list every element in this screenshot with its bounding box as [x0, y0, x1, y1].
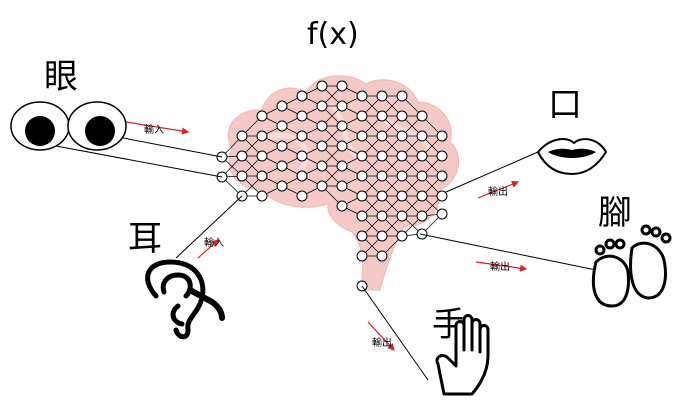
network-node: [276, 140, 288, 152]
network-node: [296, 150, 308, 162]
network-node: [336, 140, 348, 152]
network-node: [256, 150, 268, 162]
hand-output-label: 輸出: [372, 336, 392, 349]
red-arrows: [125, 121, 528, 351]
function-title: f(x): [307, 17, 359, 52]
network-node: [396, 110, 408, 122]
network-node: [336, 160, 348, 172]
network-node: [376, 110, 388, 122]
footprints-icon: [591, 224, 672, 308]
network-node: [376, 150, 388, 162]
network-node: [416, 130, 428, 142]
neural-network-icon: [216, 80, 448, 292]
network-node: [236, 170, 248, 182]
ear-icon: [145, 259, 225, 340]
network-node: [316, 140, 328, 152]
network-node: [316, 120, 328, 132]
network-node: [316, 80, 328, 92]
hand-line: [361, 285, 429, 381]
feet-label: 腳: [598, 193, 632, 233]
network-node: [356, 90, 368, 102]
network-node: [376, 170, 388, 182]
network-node: [336, 100, 348, 112]
network-node: [316, 180, 328, 192]
feet-output-label: 輸出: [490, 260, 510, 273]
eyes-icon: [10, 101, 127, 151]
eye-label: 眼: [44, 57, 78, 97]
network-node: [376, 130, 388, 142]
network-node: [396, 90, 408, 102]
feet-line: [419, 233, 597, 271]
network-node: [236, 150, 248, 162]
network-node: [396, 190, 408, 202]
network-node: [436, 170, 448, 182]
hand-output-arrow: [367, 321, 395, 351]
network-node: [276, 160, 288, 172]
network-node: [256, 190, 268, 202]
network-node: [356, 170, 368, 182]
network-node: [356, 210, 368, 222]
mouth-label: 口: [548, 85, 582, 125]
network-node: [376, 230, 388, 242]
network-node: [316, 100, 328, 112]
network-node: [316, 160, 328, 172]
network-node: [296, 170, 308, 182]
network-node: [436, 150, 448, 162]
network-node: [356, 250, 368, 262]
network-node: [296, 110, 308, 122]
mouth-line: [445, 151, 539, 193]
network-node: [436, 190, 448, 202]
network-node: [376, 210, 388, 222]
network-node: [356, 110, 368, 122]
ear-label: 耳: [128, 219, 162, 259]
network-node: [396, 210, 408, 222]
network-node: [436, 208, 448, 220]
network-node: [236, 130, 248, 142]
network-node: [296, 130, 308, 142]
network-node: [256, 170, 268, 182]
network-node: [256, 110, 268, 122]
network-node: [376, 250, 388, 262]
network-node: [356, 130, 368, 142]
network-node: [296, 190, 308, 202]
network-node: [336, 80, 348, 92]
network-node: [416, 190, 428, 202]
network-node: [416, 150, 428, 162]
network-node: [276, 100, 288, 112]
network-node: [436, 130, 448, 142]
network-node: [396, 150, 408, 162]
ear-line: [175, 195, 243, 259]
network-node: [416, 110, 428, 122]
ear-input-arrow: [197, 239, 219, 259]
network-node: [336, 120, 348, 132]
network-node: [356, 150, 368, 162]
network-node: [256, 130, 268, 142]
eye-input-label: 輸入: [144, 123, 164, 136]
network-node: [356, 230, 368, 242]
ear-input-label: 輸入: [204, 236, 224, 249]
mouth-icon: [536, 138, 608, 176]
mouth-output-arrow: [477, 180, 520, 199]
network-node: [356, 190, 368, 202]
eye-line-2: [39, 142, 223, 178]
connection-lines: [39, 121, 597, 381]
network-node: [396, 170, 408, 182]
network-node: [416, 170, 428, 182]
network-node: [276, 180, 288, 192]
feet-output-arrow: [475, 261, 528, 272]
network-node: [336, 200, 348, 212]
network-node: [416, 210, 428, 222]
hand-icon: [435, 314, 490, 396]
network-node: [396, 230, 408, 242]
eye-input-arrow: [125, 121, 190, 135]
network-node: [276, 120, 288, 132]
network-node: [376, 190, 388, 202]
network-node: [336, 180, 348, 192]
mouth-output-label: 輸出: [488, 185, 508, 198]
network-node: [376, 90, 388, 102]
network-node: [396, 130, 408, 142]
network-node: [296, 90, 308, 102]
